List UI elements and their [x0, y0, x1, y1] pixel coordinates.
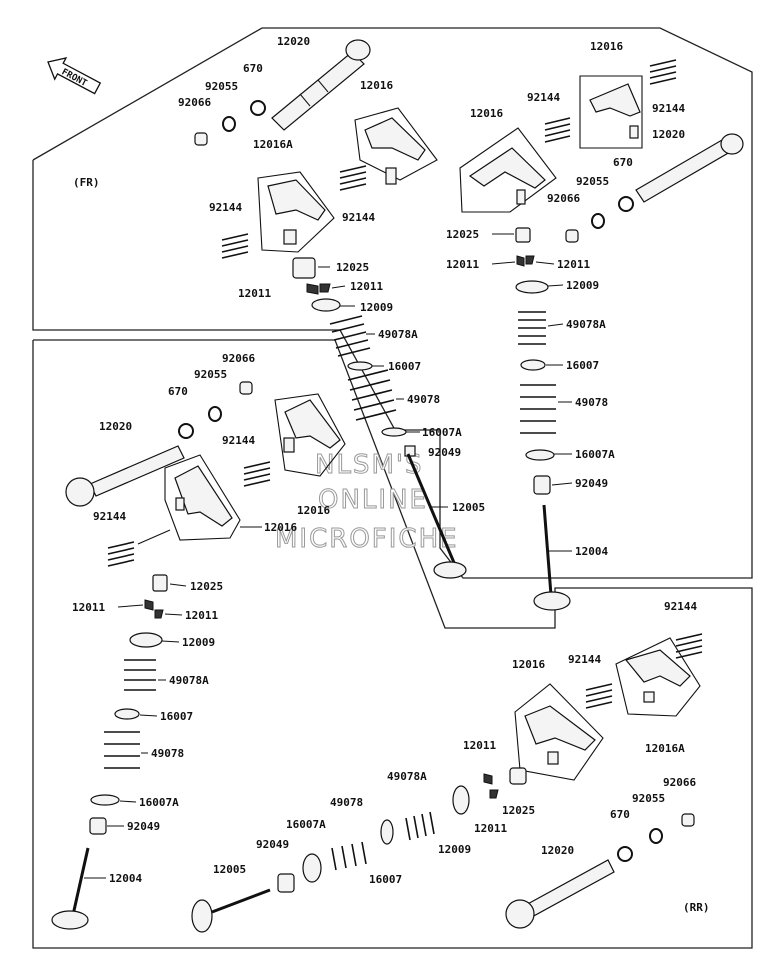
label-92144: 92144 [664, 600, 697, 613]
label-16007: 16007 [369, 873, 402, 886]
label-12016A: 12016A [253, 138, 293, 151]
fr-left-group [194, 39, 467, 579]
label-49078: 49078 [575, 396, 608, 409]
label-49078: 49078 [407, 393, 440, 406]
label-16007A: 16007A [422, 426, 462, 439]
label-92049: 92049 [127, 820, 160, 833]
label-49078: 49078 [330, 796, 363, 809]
label-670: 670 [610, 808, 630, 821]
fr-right-labels: 12016 12016 92144 92144 12020 670 92055 … [446, 40, 685, 558]
label-12016: 12016 [590, 40, 623, 53]
label-49078A: 49078A [387, 770, 427, 783]
label-16007A: 16007A [286, 818, 326, 831]
label-92066: 92066 [663, 776, 696, 789]
label-16007: 16007 [388, 360, 421, 373]
label-92049: 92049 [575, 477, 608, 490]
label-670: 670 [243, 62, 263, 75]
label-12020: 12020 [652, 128, 685, 141]
rocker-shaft [271, 39, 371, 131]
label-12011: 12011 [557, 258, 590, 271]
label-12011: 12011 [350, 280, 383, 293]
label-92144: 92144 [209, 201, 242, 214]
label-49078A: 49078A [566, 318, 606, 331]
label-92049: 92049 [256, 838, 289, 851]
label-12016: 12016 [512, 658, 545, 671]
label-92144: 92144 [93, 510, 126, 523]
label-12011: 12011 [185, 609, 218, 622]
fr-left-labels: 12020 670 92055 92066 12016 12016A 92144… [178, 35, 485, 514]
label-92144: 92144 [652, 102, 685, 115]
label-12011: 12011 [238, 287, 271, 300]
label-92144: 92144 [342, 211, 375, 224]
label-92066: 92066 [547, 192, 580, 205]
label-12005: 12005 [213, 863, 246, 876]
label-12004: 12004 [575, 545, 608, 558]
label-12009: 12009 [360, 301, 393, 314]
rr-left-labels: 92066 92055 670 12020 92144 12016 12016 … [72, 352, 330, 885]
label-12009: 12009 [182, 636, 215, 649]
label-12025: 12025 [190, 580, 223, 593]
fr-section-label: (FR) [73, 176, 100, 189]
rr-right-group [191, 633, 703, 933]
label-12016A: 12016A [645, 742, 685, 755]
label-670: 670 [613, 156, 633, 169]
label-92144: 92144 [568, 653, 601, 666]
watermark-line-1: NLSM'S [315, 450, 424, 480]
label-12016: 12016 [297, 504, 330, 517]
label-12020: 12020 [99, 420, 132, 433]
label-12011: 12011 [474, 822, 507, 835]
label-12011: 12011 [72, 601, 105, 614]
label-16007A: 16007A [575, 448, 615, 461]
label-92055: 92055 [205, 80, 238, 93]
label-12016: 12016 [264, 521, 297, 534]
watermark-line-3: MICROFICHE [275, 524, 459, 554]
label-92055: 92055 [632, 792, 665, 805]
rr-left-group [51, 381, 346, 930]
label-12020: 12020 [541, 844, 574, 857]
label-12009: 12009 [566, 279, 599, 292]
label-92055: 92055 [194, 368, 227, 381]
label-12016: 12016 [470, 107, 503, 120]
label-49078A: 49078A [169, 674, 209, 687]
watermark-line-2: ONLINE [318, 485, 428, 515]
label-16007: 16007 [566, 359, 599, 372]
watermark: NLSM'S ONLINE MICROFICHE [275, 450, 459, 555]
front-arrow-icon: FRONT [47, 57, 102, 95]
label-16007A: 16007A [139, 796, 179, 809]
label-12011: 12011 [446, 258, 479, 271]
label-12016: 12016 [360, 79, 393, 92]
label-92144: 92144 [527, 91, 560, 104]
label-12025: 12025 [502, 804, 535, 817]
label-12009: 12009 [438, 843, 471, 856]
rr-section-label: (RR) [683, 901, 710, 914]
label-12020: 12020 [277, 35, 310, 48]
label-92066: 92066 [222, 352, 255, 365]
label-12025: 12025 [446, 228, 479, 241]
label-12005: 12005 [452, 501, 485, 514]
label-670: 670 [168, 385, 188, 398]
label-49078A: 49078A [378, 328, 418, 341]
fr-right-group [459, 59, 744, 611]
label-92049: 92049 [428, 446, 461, 459]
label-16007: 16007 [160, 710, 193, 723]
rr-right-labels: 92144 92144 12016 12016A 12011 12025 120… [213, 600, 697, 886]
rr-section-frame [32, 339, 753, 949]
label-92066: 92066 [178, 96, 211, 109]
label-49078: 49078 [151, 747, 184, 760]
label-92144: 92144 [222, 434, 255, 447]
label-12025: 12025 [336, 261, 369, 274]
label-92055: 92055 [576, 175, 609, 188]
label-12004: 12004 [109, 872, 142, 885]
label-12011: 12011 [463, 739, 496, 752]
